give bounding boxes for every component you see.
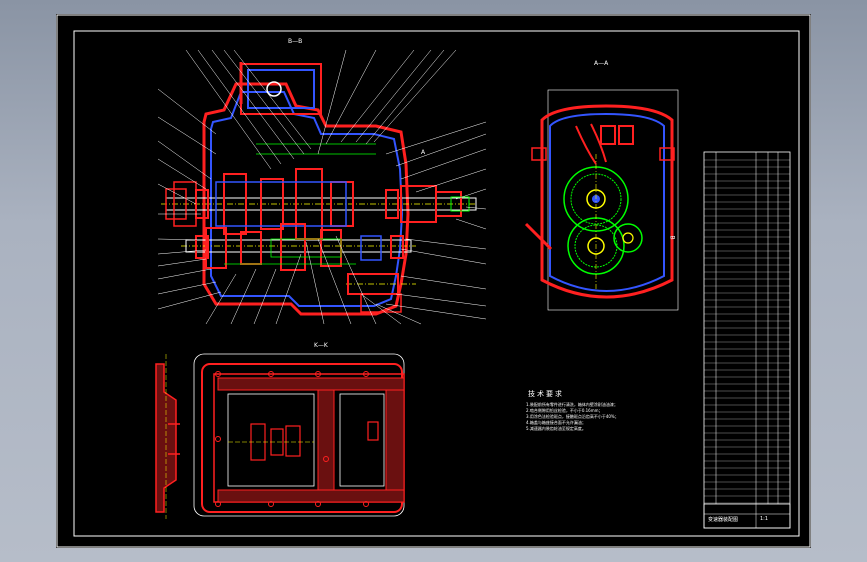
- title-block-frame: [703, 503, 791, 529]
- counter-gear-2: [240, 231, 262, 265]
- side-idler-gear: [613, 223, 643, 253]
- parts-list-table: [703, 151, 791, 529]
- side-lever: [524, 222, 553, 251]
- tech-requirement-item: 2.啮合侧隙用铅丝检验，不小于0.16mm；: [526, 408, 603, 413]
- top-boss-inner: [247, 69, 315, 109]
- title-block-scale: 1:1: [760, 516, 769, 522]
- breather-plug: [266, 81, 282, 97]
- shift-forks: [575, 123, 634, 165]
- side-housing: [540, 104, 674, 299]
- tech-requirement-item: 3.用涂色法检验斑点，接触斑点沿齿高不小于40%；: [526, 414, 619, 419]
- bottom-plan-view: [193, 353, 405, 517]
- view-right-label: B: [668, 235, 676, 240]
- output-flange: [400, 185, 462, 223]
- inner-border: [73, 30, 800, 537]
- output-nut: [450, 196, 470, 212]
- side-bolts: [531, 147, 675, 161]
- view-top-label: A: [421, 149, 426, 156]
- main-gear-2: [260, 178, 284, 230]
- title-block-name: 变速器装配图: [708, 517, 739, 523]
- housing-inner: [210, 91, 404, 307]
- tech-requirements-title: 技术要求: [528, 390, 564, 398]
- side-view-frame: [547, 89, 679, 311]
- main-section-view: [157, 49, 487, 325]
- tech-requirement-item: 5.减速器内装齿轮油至规定高度。: [526, 426, 586, 431]
- plan-right-cavity: [339, 393, 385, 487]
- section-bb-title: B—B: [288, 38, 303, 45]
- housing-outline: [202, 82, 410, 316]
- counter-gear-4: [320, 229, 342, 267]
- counter-gear-3: [280, 223, 306, 271]
- tech-requirements-list: 1.装配前所有零件进行清洗，箱体内壁涂耐油油漆； 2.啮合侧隙用铅丝检验，不小于…: [526, 402, 619, 432]
- view-kk-title: K—K: [314, 342, 328, 349]
- input-flange: [165, 181, 197, 227]
- plan-bolt-holes: [215, 371, 369, 507]
- drawing-canvas: [56, 14, 811, 548]
- section-aa-title: A—A: [594, 60, 609, 67]
- tech-requirement-item: 4.箱盖与箱座接合面不允许漏油；: [526, 420, 586, 425]
- outer-border: [56, 14, 811, 548]
- tech-requirement-item: 1.装配前所有零件进行清洗，箱体内壁涂耐油油漆；: [526, 402, 618, 407]
- side-view: [524, 89, 679, 311]
- main-gear-1: [223, 173, 247, 235]
- counter-gear-1: [205, 227, 227, 269]
- plan-flange: [213, 373, 405, 503]
- leader-lines: [157, 49, 487, 325]
- plan-hatching: [217, 377, 405, 503]
- oil-drain: [360, 293, 402, 313]
- plan-gears: [250, 421, 379, 461]
- drawing-sheet: B—B A—A K—K A B 技术要求 1.装配前所有零件进行清洗，箱体内壁涂…: [56, 14, 811, 548]
- counter-gear-5: [360, 235, 382, 261]
- green-details: [224, 143, 376, 265]
- small-section-view: [155, 354, 180, 519]
- plan-left-cavity: [227, 393, 315, 487]
- side-housing-inner: [549, 112, 665, 292]
- side-idler-shaft: [622, 232, 634, 244]
- parts-table-border: [703, 151, 791, 529]
